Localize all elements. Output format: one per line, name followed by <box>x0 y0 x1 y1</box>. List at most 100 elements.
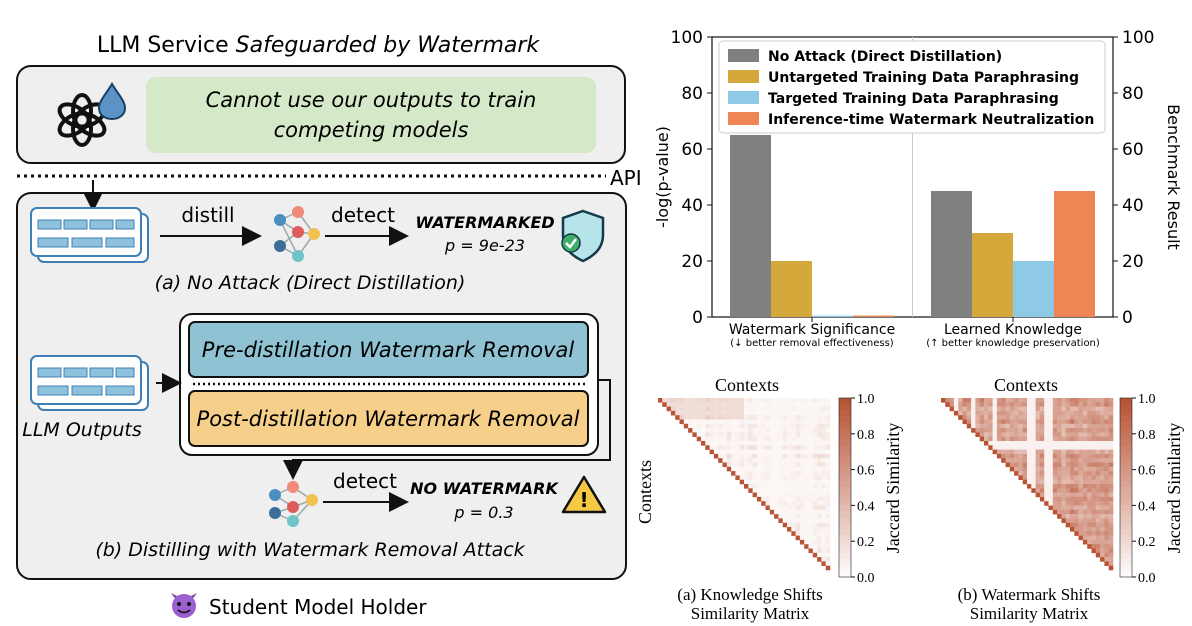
heatmap-0-cell <box>722 445 728 450</box>
heatmap-1-cell <box>1044 488 1049 493</box>
heatmap-0-cell <box>696 398 702 403</box>
heatmap-0-cell <box>804 522 809 528</box>
heatmap-0-cell <box>696 419 702 425</box>
heatmap-1-cell <box>1001 406 1006 412</box>
heatmap-1-cell <box>1061 419 1066 425</box>
heatmap-0-cell <box>795 406 801 412</box>
heatmap-1-cell <box>1104 531 1109 536</box>
heatmap-1-cell <box>1078 484 1084 489</box>
heatmap-1-cell <box>1108 398 1114 403</box>
heatmap-0-cell <box>726 423 732 429</box>
heatmap-0-cell <box>683 402 689 407</box>
heatmap-1-cell <box>1009 466 1015 472</box>
heatmap-1-cell <box>1044 496 1049 502</box>
heatmap-0-cell <box>812 475 818 480</box>
heatmap-1-cell <box>1108 496 1114 502</box>
heatmap-0-cell <box>804 428 809 433</box>
colorbar-1-step <box>1120 469 1132 477</box>
heatmap-0-cell <box>709 398 715 403</box>
heatmap-0-cell <box>821 441 826 446</box>
heatmap-1-cell <box>992 445 998 450</box>
heatmap-0-cell <box>825 402 831 407</box>
colorbar-0-step <box>839 481 851 488</box>
student-model-holder-label: Student Model Holder <box>209 595 427 619</box>
heatmap-1-cell <box>1104 505 1109 511</box>
heatmap-0-cell <box>821 539 826 545</box>
heatmap-0-cell <box>787 479 792 485</box>
heatmap-0-cell <box>739 445 745 450</box>
heatmap-0-cell <box>705 415 710 420</box>
heatmap-1-cell <box>1022 445 1028 450</box>
heatmap-1-cell <box>1001 398 1006 403</box>
heatmap-1-cell <box>1082 475 1088 480</box>
heatmap-0-cell <box>817 552 822 558</box>
heatmap-1-cell <box>1065 471 1071 476</box>
heatmap-1-cell <box>1082 458 1088 463</box>
heatmap-1-cell <box>1052 501 1058 506</box>
heatmap-0-cell <box>683 415 689 420</box>
heatmap-0-cell <box>744 471 749 476</box>
heatmap-0-cell <box>761 402 766 407</box>
heatmap-0-cell <box>817 423 822 429</box>
heatmap-1-cell <box>1087 535 1092 541</box>
heatmap-0-cell <box>825 462 831 468</box>
heatmap-1-cell <box>1061 432 1066 437</box>
heatmap-0-cell <box>761 432 766 437</box>
heatmap-0-cell <box>787 441 792 446</box>
heatmap-0-cell <box>799 531 805 536</box>
heatmap-1-cell <box>1005 458 1011 463</box>
heatmap-0-cell <box>812 501 818 506</box>
heatmap-1-cell <box>1082 402 1088 407</box>
heatmap-1-cell <box>1078 488 1084 493</box>
heatmap-1-cell <box>1061 415 1066 420</box>
colorbar-0-step <box>839 469 851 477</box>
heatmap-0-cell <box>799 527 805 532</box>
heatmap-0-cell <box>812 471 818 476</box>
heatmap-0-cell <box>739 436 745 442</box>
heatmap-0-cell <box>726 432 732 437</box>
heatmap-0-cell <box>748 475 753 480</box>
heatmap-1-cell <box>1044 432 1049 437</box>
heatmap-1-cell <box>1065 484 1071 489</box>
heatmap-1-cell <box>1082 535 1088 541</box>
heatmap-1-cell <box>1005 423 1011 429</box>
heatmap-1-cell <box>1022 432 1028 437</box>
heatmap-1-cell <box>1065 475 1071 480</box>
heatmap-0-cell <box>735 436 740 442</box>
heatmap-0-cell <box>778 406 783 412</box>
heatmap-1-cell <box>1057 458 1062 463</box>
heatmap-1-cell <box>1082 406 1088 412</box>
heatmap-0-cell <box>735 419 740 425</box>
heatmap-1-cell <box>1078 466 1084 472</box>
heatmap-0-cell <box>679 406 685 412</box>
heatmap-0-cell <box>778 488 783 493</box>
heatmap-0-cell <box>752 466 758 472</box>
heatmap-1-cell <box>1070 423 1075 429</box>
heatmap-0-cell <box>787 462 792 468</box>
heatmap-1-cell <box>1027 428 1032 433</box>
colorbar-1-step <box>1120 571 1132 578</box>
heatmap-1-cell <box>1052 449 1058 455</box>
heatmap-1-cell <box>1104 552 1109 558</box>
heatmap-1-cell <box>988 415 993 420</box>
heatmap-0-caption-2: Similarity Matrix <box>691 604 810 623</box>
heatmap-0-cell <box>799 518 805 523</box>
heatmap-1-cell <box>979 402 985 407</box>
heatmap-1-cell <box>1100 432 1105 437</box>
heatmap-1-cell <box>1095 484 1101 489</box>
heatmap-1-cell <box>1039 475 1045 480</box>
heatmap-1-cell <box>1100 436 1105 442</box>
heatmap-0-cell <box>666 398 672 403</box>
heatmap-1-cell <box>1108 548 1114 554</box>
heatmap-1-cell <box>1039 445 1045 450</box>
heatmap-1-cell <box>992 406 998 412</box>
heatmap-0-cell <box>735 415 740 420</box>
heatmap-1-cell <box>1001 428 1006 433</box>
heatmap-1-cell <box>1091 423 1097 429</box>
heatmap-0-cell <box>804 458 809 463</box>
heatmap-0-cell <box>787 449 792 455</box>
heatmap-0-cell <box>808 449 814 455</box>
legend-label: Targeted Training Data Paraphrasing <box>768 91 1059 107</box>
heatmap-1-cell <box>1070 488 1075 493</box>
heatmap-0-cell <box>774 449 779 455</box>
